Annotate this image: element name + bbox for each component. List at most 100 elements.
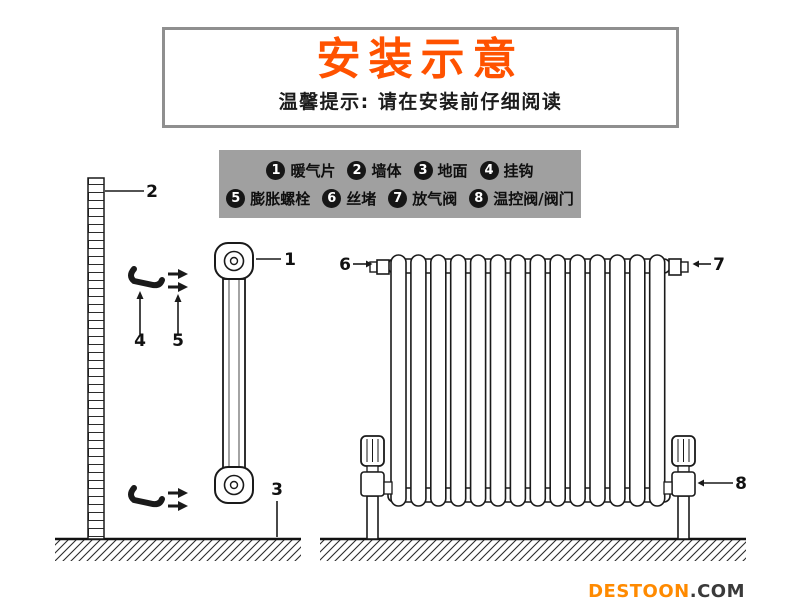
expansion-bolts-top (168, 269, 188, 292)
ground-left (55, 537, 301, 561)
legend-label: 温控阀/阀门 (493, 189, 574, 208)
callout-8-label: 8 (735, 474, 747, 494)
radiator-side-bottom-port (223, 474, 245, 496)
legend-row-2: 5 膨胀螺栓 6 丝堵 7 放气阀 8 温控阀/阀门 (226, 188, 574, 209)
radiator-tube (549, 254, 567, 507)
radiator-tube (410, 254, 427, 507)
hook-top (128, 266, 165, 289)
callout-1-label: 1 (284, 250, 296, 270)
tip-text: 温馨提示: 请在安装前仔细阅读 (278, 91, 563, 113)
callout-2-label: 2 (146, 182, 158, 202)
expansion-bolt (168, 488, 188, 498)
plug-part (369, 259, 390, 275)
expansion-bolt (168, 269, 188, 279)
callout-6-plug: 6 (339, 255, 373, 275)
plug-body (376, 259, 390, 275)
expansion-bolt (168, 282, 188, 292)
thermo-valve-left (360, 435, 393, 540)
valve-union-nut (383, 481, 393, 495)
ground-right-hatch (320, 539, 746, 561)
radiator-side-view (214, 242, 254, 504)
radiator-side-body (222, 278, 246, 470)
ground-right (320, 537, 746, 561)
legend-item-hook: 4 挂钩 (479, 160, 534, 181)
air-valve-cap (680, 261, 689, 273)
ground-left-hatch (55, 539, 301, 561)
legend-item-radiator: 1 暖气片 (266, 160, 335, 181)
watermark: DESTOON.COM (588, 581, 745, 602)
legend-item-wall: 2 墙体 (347, 160, 402, 181)
legend-label: 挂钩 (503, 161, 534, 180)
radiator-tube (589, 254, 606, 507)
radiator-tube (509, 254, 527, 507)
air-valve-part (668, 258, 689, 276)
legend-label: 放气阀 (412, 189, 458, 208)
radiator-tube (569, 254, 586, 507)
legend-number-badge: 7 (388, 188, 408, 208)
hook-bottom (128, 485, 165, 508)
radiator-tube (469, 254, 487, 507)
legend-item-expansion-bolt: 5 膨胀螺栓 (226, 188, 310, 209)
radiator-side-bottom-cap (214, 466, 254, 504)
radiator-tube (429, 254, 447, 507)
legend-item-plug: 6 丝堵 (322, 188, 376, 209)
legend-number-badge: 1 (266, 160, 286, 180)
watermark-brand: DESTOON (588, 581, 690, 602)
legend-number-badge: 4 (479, 160, 499, 180)
radiator-tube (449, 254, 467, 507)
callout-5-bolt: 5 (172, 294, 184, 351)
radiator-tube (489, 254, 507, 507)
callout-6-label: 6 (339, 255, 351, 275)
legend-number-badge: 8 (469, 188, 489, 208)
valve-collar (677, 465, 690, 473)
air-valve-body (668, 258, 682, 276)
legend-item-thermo-valve: 8 温控阀/阀门 (469, 188, 574, 209)
callout-4-label: 4 (134, 331, 146, 351)
radiator-tube (390, 254, 407, 507)
legend-item-air-valve: 7 放气阀 (388, 188, 457, 209)
callout-1-radiator: 1 (256, 250, 296, 270)
callout-3-label: 3 (271, 480, 283, 500)
legend: 1 暖气片 2 墙体 3 地面 4 挂钩 5 膨胀螺栓 6 丝堵 (219, 150, 581, 218)
callout-7-arrowhead (692, 260, 699, 268)
title-box: 安装示意 温馨提示: 请在安装前仔细阅读 (162, 27, 679, 128)
callout-3-ground: 3 (271, 480, 283, 537)
valve-body (671, 471, 696, 497)
page-title: 安装示意 (316, 34, 525, 85)
radiator-side-top-port (223, 250, 245, 272)
callout-7-label: 7 (713, 255, 725, 275)
thermo-valve-right (663, 435, 696, 540)
valve-collar (366, 465, 379, 473)
expansion-bolt (168, 501, 188, 511)
radiator-side-bottom-port-inner (229, 480, 239, 490)
callout-4-hook: 4 (134, 291, 146, 351)
radiator-side-top-cap (214, 242, 254, 280)
callout-2-wall: 2 (105, 182, 158, 202)
watermark-suffix: .COM (689, 581, 745, 602)
legend-number-badge: 6 (322, 188, 342, 208)
radiator-side-top-port-inner (229, 256, 239, 266)
legend-row-1: 1 暖气片 2 墙体 3 地面 4 挂钩 (227, 160, 573, 181)
legend-label: 膨胀螺栓 (250, 189, 311, 208)
valve-pipe (366, 495, 379, 540)
valve-body (360, 471, 385, 497)
radiator-tube (529, 254, 547, 507)
radiator-front-view (387, 254, 671, 507)
legend-number-badge: 3 (413, 160, 433, 180)
radiator-tube (609, 254, 626, 507)
legend-label: 墙体 (371, 161, 402, 180)
radiator-tube (648, 254, 666, 507)
legend-number-badge: 5 (226, 188, 246, 208)
valve-pipe (677, 495, 690, 540)
legend-label: 丝堵 (346, 189, 377, 208)
expansion-bolts-bottom (168, 488, 188, 511)
callout-5-label: 5 (172, 331, 184, 351)
callout-5-arrowhead (174, 294, 182, 302)
brick-wall (87, 177, 105, 540)
valve-union-nut (663, 481, 673, 495)
legend-item-ground: 3 地面 (413, 160, 468, 181)
radiator-tube (628, 254, 646, 507)
callout-7-air-valve: 7 (692, 255, 725, 275)
